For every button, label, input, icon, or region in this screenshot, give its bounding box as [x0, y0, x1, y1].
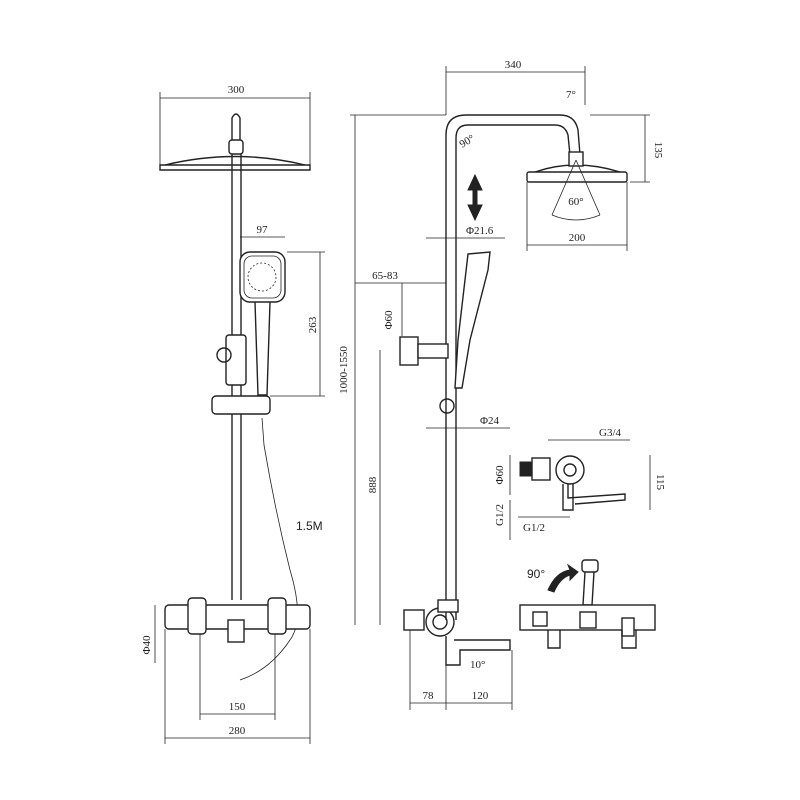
dim-label: 280 — [229, 725, 246, 737]
rotation-detail: 90° — [519, 559, 656, 649]
dim-label: 1000-1550 — [338, 346, 350, 394]
dim-label: 200 — [569, 232, 586, 244]
holder-side — [399, 336, 419, 366]
top-arm-side — [445, 114, 581, 620]
hose-front — [239, 417, 298, 681]
dim-label: 300 — [228, 84, 245, 96]
dim-label: 90° — [458, 133, 477, 151]
rain-head-front — [159, 164, 311, 171]
dim-label: 150 — [229, 701, 246, 713]
rotation-label: 90° — [527, 567, 545, 581]
dim-label: 135 — [652, 142, 664, 159]
dim-label: Φ24 — [480, 415, 500, 427]
front-view: 300 97 263 1.5M — [141, 84, 325, 744]
mixer-side — [403, 609, 425, 631]
dim-label: 115 — [654, 474, 666, 491]
handshower-side — [454, 251, 491, 389]
dim-label: Φ60 — [383, 310, 395, 330]
holder-front — [211, 395, 271, 415]
rotation-arrow — [547, 563, 579, 593]
rain-head-side — [526, 171, 628, 183]
slider-front — [225, 334, 247, 386]
slide-direction-arrow — [467, 173, 483, 222]
dim-label: Φ40 — [141, 635, 153, 655]
dim-label: 340 — [505, 59, 522, 71]
dim-label: 65-83 — [372, 270, 398, 282]
dim-label: 120 — [472, 690, 489, 702]
dim-label: 263 — [307, 316, 319, 333]
dim-label: 78 — [423, 690, 435, 702]
dim-label: Φ21.6 — [466, 225, 494, 237]
hose-label: 1.5M — [296, 519, 323, 533]
dim-label: 10° — [470, 659, 485, 671]
head-connector — [228, 139, 244, 155]
dim-label: 97 — [257, 224, 269, 236]
side-view: 340 7° 90° 135 60° 200 Φ21.6 65- — [338, 59, 664, 710]
dim-label: G1/2 — [494, 504, 506, 526]
dim-label: 7° — [566, 89, 576, 101]
rain-head-top — [164, 155, 306, 166]
dim-label: Φ60 — [494, 465, 506, 485]
connector-detail: G3/4 Φ60 115 G1/2 G1/2 — [494, 427, 666, 540]
handshower-front — [239, 251, 286, 396]
dim-label: 888 — [367, 476, 379, 493]
dim-label: G1/2 — [523, 522, 545, 534]
dim-label: G3/4 — [599, 427, 622, 439]
dim-front-width: 300 — [159, 84, 311, 165]
dim-label: 60° — [568, 196, 583, 208]
top-arm-front — [231, 113, 241, 140]
